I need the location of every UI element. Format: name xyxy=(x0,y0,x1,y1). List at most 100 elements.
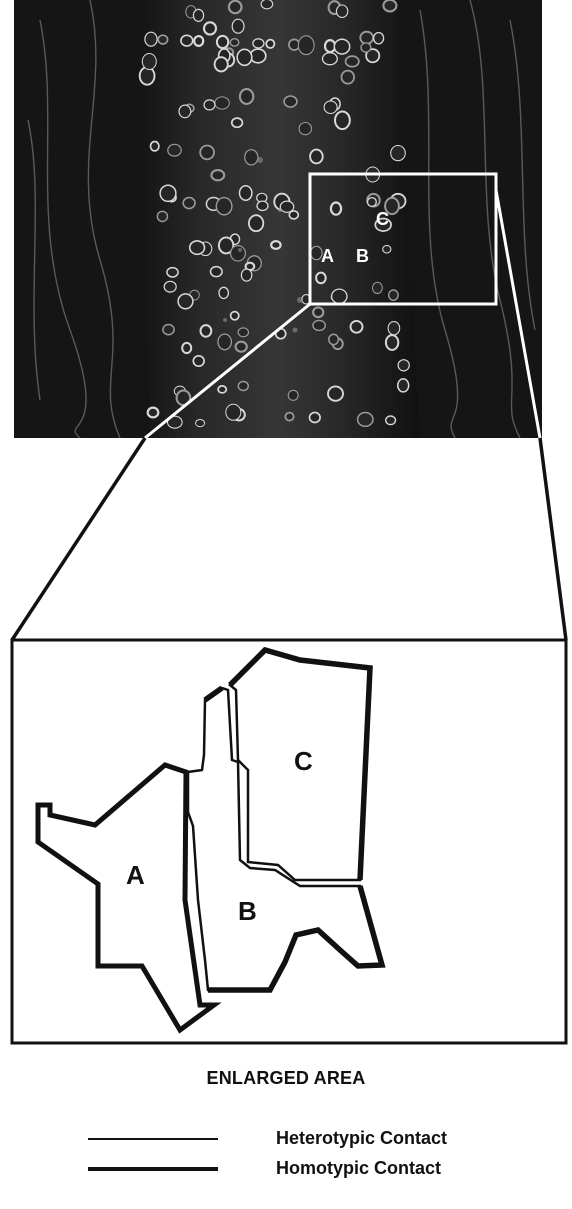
micrograph-cell xyxy=(194,36,203,46)
micrograph-cell xyxy=(249,215,263,231)
micrograph-cell xyxy=(368,198,377,207)
enlarged-area: A B C xyxy=(12,640,566,1043)
micrograph-cell xyxy=(167,268,178,277)
micrograph-cell xyxy=(200,146,214,160)
legend-homotypic-label: Homotypic Contact xyxy=(276,1158,441,1179)
micrograph-cell xyxy=(361,43,371,52)
micrograph-cell xyxy=(373,282,383,293)
micrograph-cell xyxy=(388,322,400,335)
micrograph-cell xyxy=(211,170,224,180)
legend-heterotypic: Heterotypic Contact xyxy=(0,1128,572,1154)
micrograph-cell xyxy=(323,53,338,65)
micrograph-cell xyxy=(196,420,205,427)
micrograph-cell xyxy=(238,382,248,391)
micrograph-cell xyxy=(284,96,297,107)
micrograph-cell xyxy=(219,287,228,298)
micrograph-cell xyxy=(181,35,193,46)
micrograph-cell xyxy=(335,112,350,130)
micrograph-cell xyxy=(271,241,280,249)
micrograph-cell xyxy=(236,342,247,352)
micrograph-cell xyxy=(226,404,241,420)
micrograph-cell xyxy=(179,105,191,118)
legend-heterotypic-label: Heterotypic Contact xyxy=(276,1128,447,1149)
micrograph-cell xyxy=(334,39,349,54)
micrograph-cell xyxy=(289,211,298,219)
micrograph-cell xyxy=(329,334,339,344)
micrograph-cell xyxy=(266,40,274,48)
micrograph-cell xyxy=(240,89,253,104)
thick-line-swatch xyxy=(88,1167,218,1171)
micrograph-cell xyxy=(285,413,293,421)
micrograph-cell xyxy=(160,185,176,201)
micrograph-cell xyxy=(241,269,251,281)
micrograph-cell xyxy=(250,49,266,63)
micrograph-cell xyxy=(398,360,409,371)
micrograph-cell xyxy=(178,294,193,309)
micrograph-cell xyxy=(215,97,229,109)
micrograph-cell xyxy=(299,123,311,135)
micrograph-cell xyxy=(218,386,226,393)
cell-b-label: B xyxy=(238,896,257,926)
micrograph-cell xyxy=(148,408,159,418)
micrograph-cell xyxy=(386,416,396,425)
micrograph-cell xyxy=(360,32,373,44)
cell-c-label: C xyxy=(294,746,313,776)
micrograph-cell xyxy=(374,33,384,44)
micrograph-cell xyxy=(313,320,325,330)
micrograph-label-b: B xyxy=(356,246,369,266)
micrograph-cell xyxy=(298,36,314,55)
micrograph-cell xyxy=(142,54,156,70)
micrograph-cell xyxy=(253,39,264,48)
micrograph-cell xyxy=(288,390,298,400)
micrograph-cell xyxy=(332,289,347,303)
micrograph-cell xyxy=(232,19,244,33)
micrograph-cell xyxy=(245,150,258,165)
micrograph-cell xyxy=(351,321,363,333)
micrograph-label-c: C xyxy=(376,209,389,229)
micrograph: A B C xyxy=(14,0,542,438)
micrograph-cell xyxy=(336,5,347,17)
micrograph-cell xyxy=(157,211,167,221)
micrograph-cell xyxy=(383,0,396,11)
micrograph-cell xyxy=(215,57,228,71)
thin-line-swatch xyxy=(88,1138,218,1140)
micrograph-cell xyxy=(229,1,242,13)
micrograph-cell xyxy=(151,142,159,151)
micrograph-cell xyxy=(217,36,228,48)
micrograph-cell xyxy=(358,413,373,427)
micrograph-cell xyxy=(216,198,232,215)
micrograph-cell xyxy=(398,379,409,392)
micrograph-cell xyxy=(313,308,323,318)
micrograph-label-a: A xyxy=(321,246,334,266)
micrograph-cell xyxy=(328,386,343,400)
micrograph-cell xyxy=(257,201,268,210)
micrograph-cell xyxy=(168,144,181,156)
micrograph-cell xyxy=(310,413,321,423)
micrograph-cell xyxy=(231,312,239,320)
micrograph-cell xyxy=(389,290,398,300)
micrograph-cell xyxy=(190,241,205,254)
micrograph-cell xyxy=(183,198,195,209)
micrograph-cell xyxy=(324,101,337,114)
micrograph-cell xyxy=(193,356,204,366)
micrograph-cell xyxy=(346,56,359,67)
micrograph-cell xyxy=(158,35,167,44)
micrograph-cell xyxy=(218,334,231,350)
micrograph-cell xyxy=(164,281,176,292)
enlarged-area-caption: ENLARGED AREA xyxy=(0,1068,572,1092)
micrograph-cell xyxy=(182,343,191,353)
micrograph-cell xyxy=(204,22,216,34)
micrograph-cell xyxy=(163,325,174,335)
micrograph-cell xyxy=(237,49,252,65)
micrograph-cell xyxy=(211,267,223,277)
micrograph-cell xyxy=(145,32,157,46)
micrograph-cell xyxy=(240,186,252,200)
cell-a-label: A xyxy=(126,860,145,890)
micrograph-cell xyxy=(204,100,215,110)
legend-homotypic: Homotypic Contact xyxy=(0,1158,572,1184)
micrograph-cell xyxy=(193,9,203,21)
micrograph-cell xyxy=(201,325,212,337)
micrograph-cell xyxy=(331,203,341,215)
micrograph-cell xyxy=(140,67,155,85)
